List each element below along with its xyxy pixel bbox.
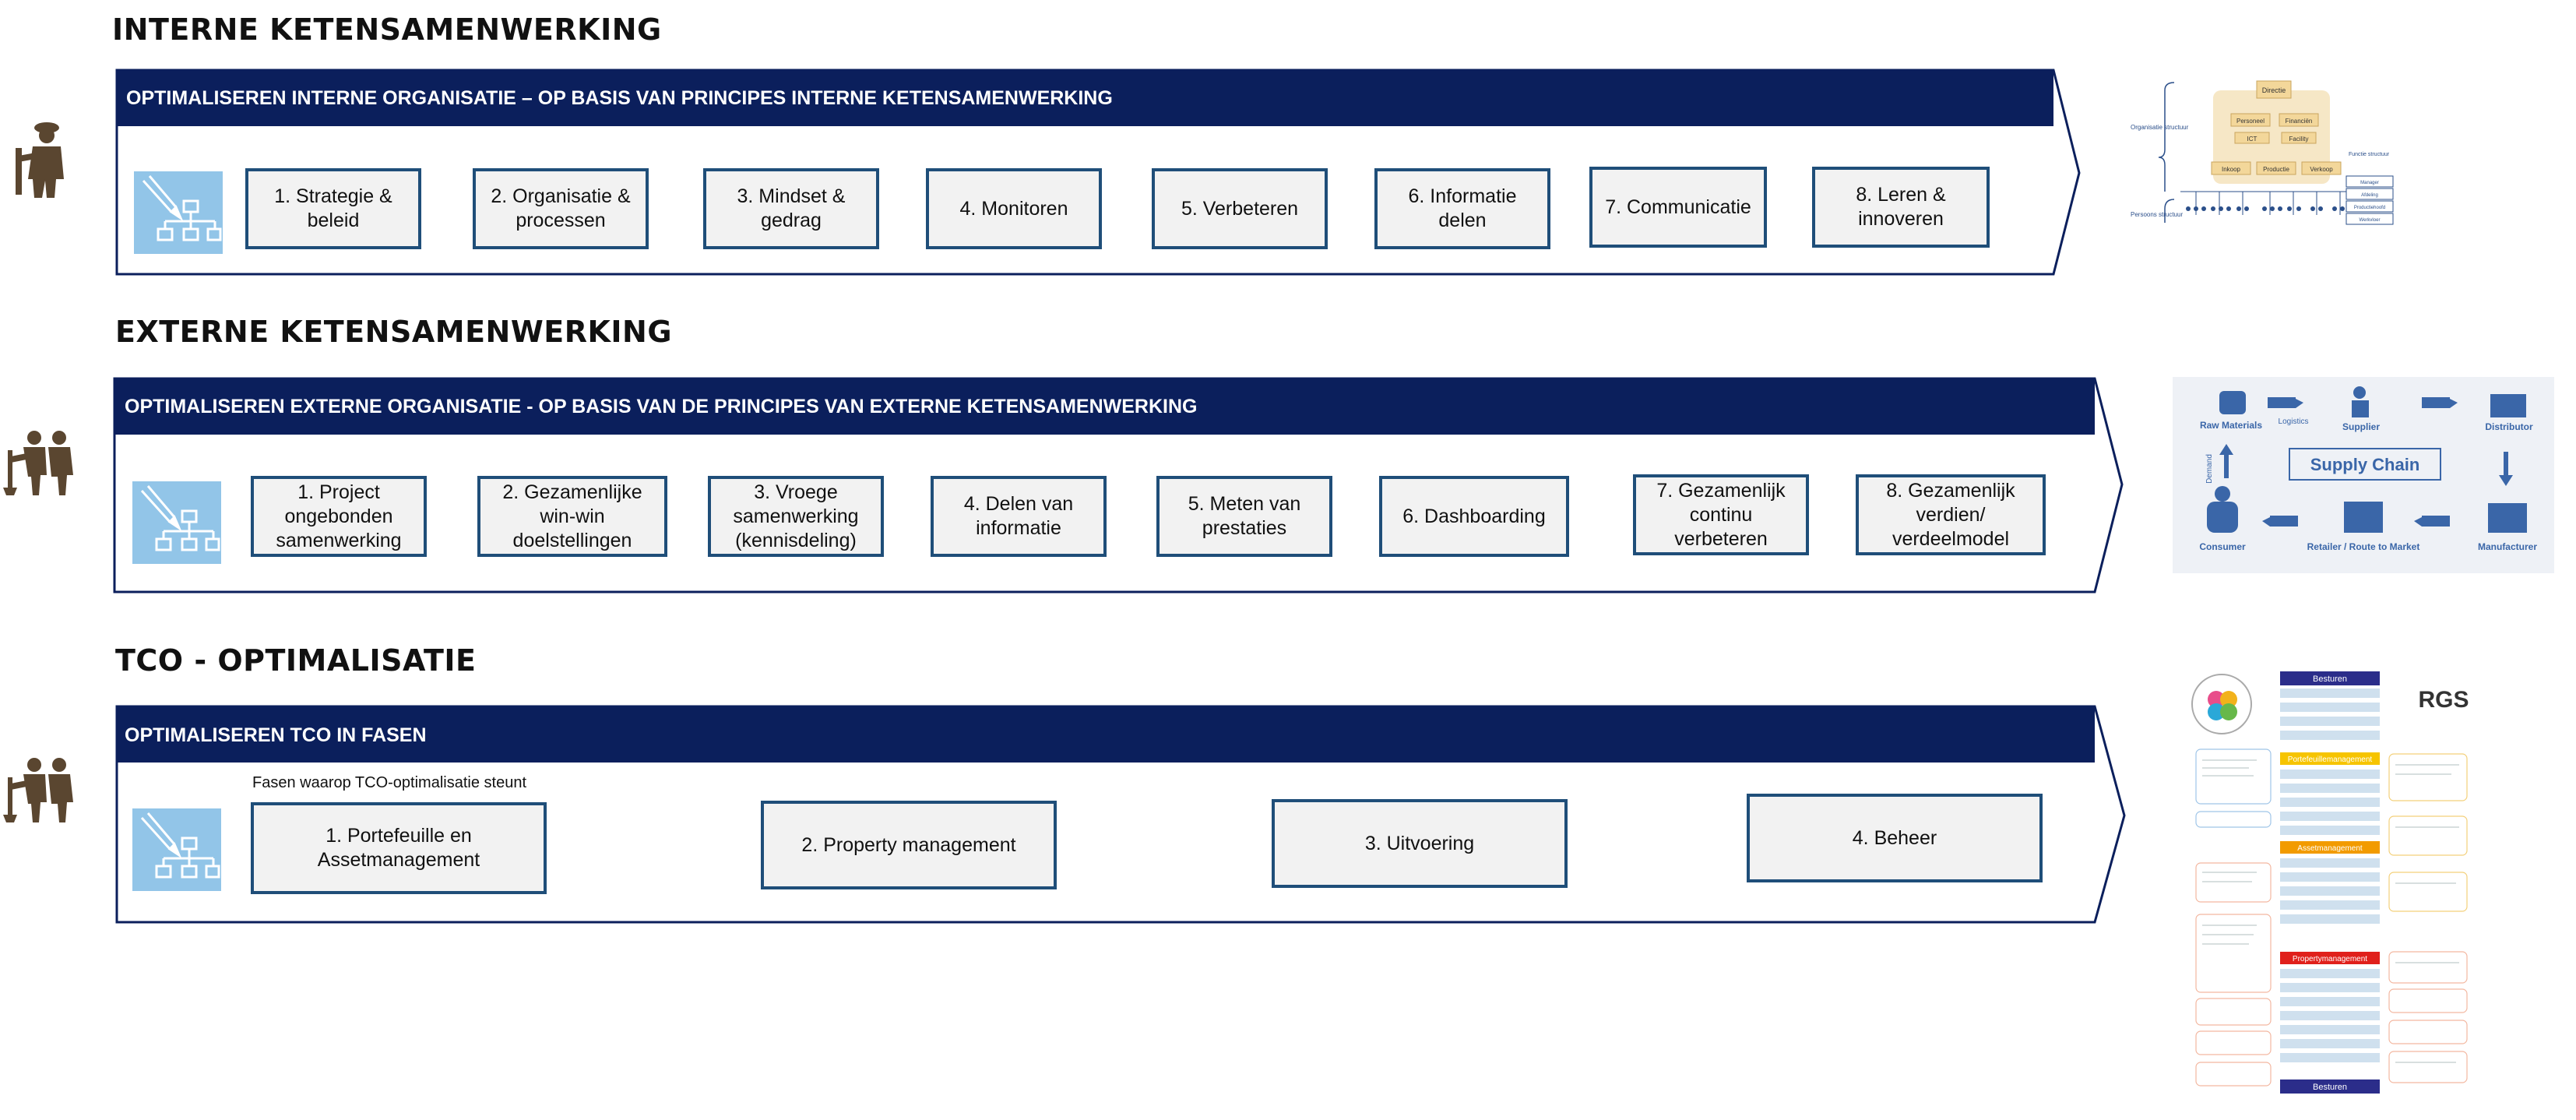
team-workers-icon [3,758,73,822]
step-portefeuille-assetmanagement: 1. Portefeuille en Assetmanagement [251,802,547,894]
pencil-hierarchy-icon [132,481,221,564]
step-leren-innoveren: 8. Leren & innoveren [1812,167,1990,248]
step-uitvoering: 3. Uitvoering [1272,799,1568,888]
step-win-win-doelstellingen: 2. Gezamenlijke win-win doelstellingen [477,476,667,557]
worker-icon [16,122,64,198]
sc-center: Supply Chain [2310,455,2420,474]
step-mindset-gedrag: 3. Mindset & gedrag [703,168,879,249]
step-verbeteren: 5. Verbeteren [1152,168,1328,249]
step-gezamenlijk-verbeteren: 7. Gezamenlijk continu verbeteren [1633,474,1809,555]
org-side-left-top: Organisatie structuur [2131,124,2189,131]
tco-block-2: Assetmanagement [2297,844,2363,853]
org-row4-c: Verkoop [2310,166,2333,173]
step-delen-van-informatie: 4. Delen van informatie [931,476,1107,557]
supply-chain-thumbnail: Raw Materials Logistics Supplier Distrib… [2173,377,2554,573]
sc-manufacturer: Manufacturer [2478,541,2537,552]
step-verdienmodel: 8. Gezamenlijk verdien/ verdeelmodel [1856,474,2046,555]
sc-retailer: Retailer / Route to Market [2307,541,2420,552]
sc-raw-materials: Raw Materials [2200,420,2262,431]
org-row3-a: ICT [2247,136,2258,143]
sc-demand: Demand [2205,454,2214,484]
org-row4-a: Inkoop [2222,166,2241,173]
step-strategie-beleid: 1. Strategie & beleid [245,168,421,249]
org-row4-b: Productie [2263,166,2289,173]
band-title-tco: OPTIMALISEREN TCO IN FASEN [125,724,427,746]
org-side-left-bottom: Persoons structuur [2131,211,2183,218]
step-vroege-samenwerking: 3. Vroege samenwerking (kennisdeling) [708,476,884,557]
step-communicatie: 7. Communicatie [1589,167,1767,248]
sc-consumer: Consumer [2199,541,2246,552]
step-informatie-delen: 6. Informatie delen [1374,168,1550,249]
org-chart-thumbnail: Organisatie structuur Persoons structuur… [2131,80,2394,225]
org-row2-b: Financiën [2286,118,2313,125]
band-title-externe: OPTIMALISEREN EXTERNE ORGANISATIE - OP B… [125,396,1198,417]
org-right-item-2: Productiehoofd [2354,206,2385,210]
section-heading-interne: INTERNE KETENSAMENWERKING [112,12,662,47]
sc-distributor: Distributor [2485,421,2533,432]
step-beheer: 4. Beheer [1747,794,2043,882]
band-title-interne: OPTIMALISEREN INTERNE ORGANISATIE – OP B… [126,87,1113,109]
tco-block-1: Portefeuillemanagement [2288,755,2373,764]
org-right-item-1: Afdeling [2361,193,2378,198]
tco-flow-thumbnail: RGS Besturen Portefeuillemanagement Asse… [2191,671,2469,1094]
team-workers-icon [3,431,73,495]
org-side-right: Functie structuur [2349,152,2390,157]
section-heading-tco: TCO - OPTIMALISATIE [115,643,477,678]
rgs-logo: RGS [2418,687,2469,713]
pencil-hierarchy-icon [132,808,221,891]
pencil-hierarchy-icon [134,171,223,254]
step-project-ongebonden: 1. Project ongebonden samenwerking [251,476,427,557]
step-meten-van-prestaties: 5. Meten van prestaties [1156,476,1332,557]
step-dashboarding: 6. Dashboarding [1379,476,1569,557]
org-row3-b: Facility [2289,136,2309,143]
tco-block-0: Besturen [2313,674,2347,684]
org-right-item-0: Manager [2360,181,2379,185]
tco-block-3: Propertymanagement [2293,955,2367,963]
tco-block-4: Besturen [2313,1083,2347,1092]
section-heading-externe: EXTERNE KETENSAMENWERKING [115,315,673,349]
sc-logistics: Logistics [2279,417,2309,426]
sc-supplier: Supplier [2342,421,2380,432]
org-row2-a: Personeel [2236,118,2265,125]
step-monitoren: 4. Monitoren [926,168,1102,249]
org-top: Directie [2262,86,2286,94]
org-right-item-3: Werkvloer [2360,218,2381,223]
tco-note: Fasen waarop TCO-optimalisatie steunt [252,774,527,791]
step-organisatie-processen: 2. Organisatie & processen [473,168,649,249]
step-property-management: 2. Property management [761,801,1057,889]
